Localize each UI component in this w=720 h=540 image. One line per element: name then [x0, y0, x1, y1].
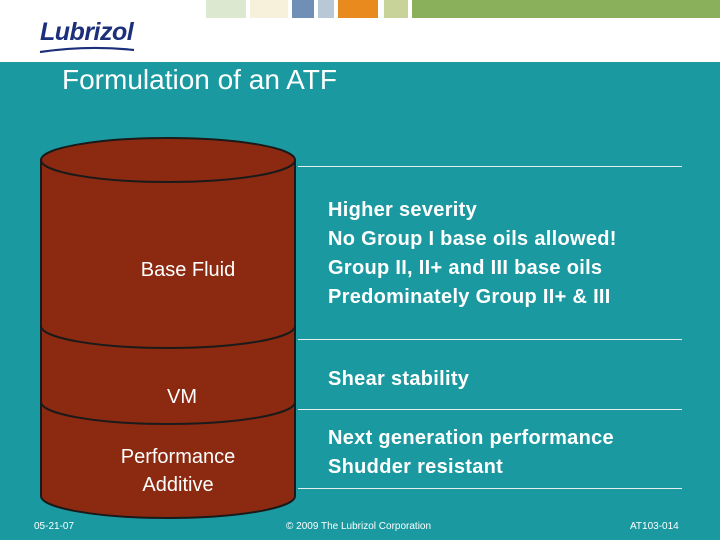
- header-bar: Lubrizol: [0, 0, 720, 62]
- layer-boundary-vm: [40, 325, 296, 349]
- divider: [298, 339, 682, 340]
- divider: [298, 488, 682, 489]
- lubrizol-logo: Lubrizol: [40, 18, 134, 46]
- vm-points: Shear stability: [328, 365, 469, 394]
- divider: [298, 409, 682, 410]
- bullet-text: No Group I base oils allowed!: [328, 228, 617, 250]
- brand-stripe: [338, 0, 378, 18]
- brand-stripe: [292, 0, 314, 18]
- brand-stripe: [318, 0, 334, 18]
- brand-stripe: [384, 0, 408, 18]
- bullet-text: Group II, II+ and III base oils: [328, 257, 603, 279]
- cylinder-body: [40, 159, 296, 519]
- bullet-text: Shudder resistant: [328, 456, 504, 478]
- footer-date: 05-21-07: [34, 521, 75, 532]
- brand-stripe: [250, 0, 288, 18]
- layer-boundary-additive: [40, 401, 296, 425]
- slide-title: Formulation of an ATF: [62, 64, 337, 95]
- cylinder-top: [40, 137, 296, 183]
- divider: [298, 166, 682, 167]
- vm-label: VM: [167, 386, 197, 408]
- additive-points: Next generation performance Shudder resi…: [328, 424, 614, 482]
- footer-copyright: © 2009 The Lubrizol Corporation: [286, 521, 432, 532]
- brand-stripe: [412, 0, 720, 18]
- base-fluid-points: Higher severity No Group I base oils all…: [328, 196, 617, 312]
- bullet-text: Shear stability: [328, 368, 470, 390]
- bullet-text: Predominately Group II+ & III: [328, 286, 611, 308]
- performance-additive-label: Performance Additive: [120, 446, 236, 496]
- logo-swoosh-icon: [39, 46, 135, 54]
- base-fluid-label: Base Fluid: [140, 259, 236, 281]
- bullet-text: Next generation performance: [328, 427, 614, 449]
- brand-stripe: [206, 0, 246, 18]
- footer-code: AT103-014: [630, 521, 679, 532]
- bullet-text: Higher severity: [328, 199, 478, 221]
